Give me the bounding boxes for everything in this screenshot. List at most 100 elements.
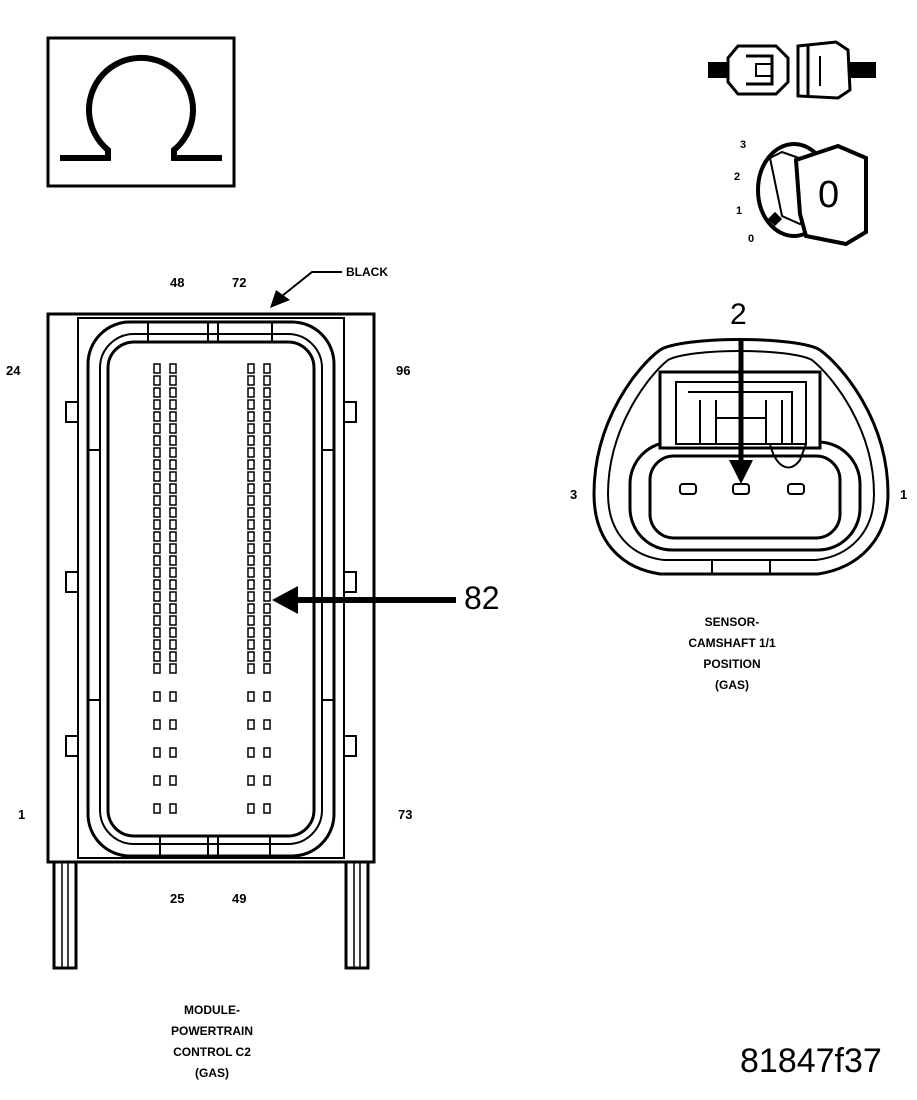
pcm-pin-cavity [153, 507, 161, 518]
pcm-pin-cavity [169, 507, 177, 518]
pcm-pin-cavity [169, 411, 177, 422]
pcm-pin-cavity [153, 567, 161, 578]
pcm-pin-cavity [153, 775, 161, 786]
pcm-pin-cavity [169, 495, 177, 506]
pcm-pin-label-96: 96 [396, 363, 411, 378]
pcm-pin-cavity [263, 579, 271, 590]
pcm-pin-cavity [153, 363, 161, 374]
pcm-pin-cavity [169, 483, 177, 494]
pcm-caption-line: POWERTRAIN [171, 1024, 253, 1038]
pcm-pin-cavity [169, 719, 177, 730]
pcm-pin-cavity [247, 435, 255, 446]
pcm-pin-cavity [263, 459, 271, 470]
ignition-key-label: 0 [818, 174, 840, 216]
pcm-pin-label-49: 49 [232, 891, 247, 906]
pcm-pin-cavity [263, 387, 271, 398]
pcm-caption-line: MODULE- [184, 1003, 240, 1017]
pcm-pin-cavity [263, 411, 271, 422]
pcm-pin-cavity [169, 555, 177, 566]
pcm-pin-cavity [263, 399, 271, 410]
pcm-pin-cavity [169, 615, 177, 626]
ignition-position-0: 0 [748, 233, 755, 245]
pcm-pin-cavity [247, 627, 255, 638]
cam-pin-label-3: 3 [570, 487, 578, 502]
pcm-pin-cavity [169, 423, 177, 434]
pcm-pin-cavity [263, 471, 271, 482]
pcm-pin-label-25: 25 [170, 891, 185, 906]
pcm-pin-cavity [153, 747, 161, 758]
pcm-pin-cavity [247, 471, 255, 482]
pcm-pin-cavity [263, 691, 271, 702]
pcm-pin-cavity [169, 363, 177, 374]
cam-caption-line: (GAS) [715, 678, 749, 692]
pcm-pin-cavity [169, 459, 177, 470]
pcm-pin-cavity [263, 651, 271, 662]
pcm-pin-cavity [169, 803, 177, 814]
pcm-pin-cavity [153, 447, 161, 458]
pcm-pin-cavity [153, 459, 161, 470]
pcm-pin-cavity [247, 719, 255, 730]
pcm-pin-cavity [263, 803, 271, 814]
pcm-pin-cavity [153, 639, 161, 650]
pcm-pin-cavity [169, 471, 177, 482]
pcm-pin-label-1: 1 [18, 807, 26, 822]
pcm-pin-cavity [263, 775, 271, 786]
pcm-pin-cavity [247, 555, 255, 566]
cam-caption-line: CAMSHAFT 1/1 [688, 636, 776, 650]
pcm-pin-cavity [169, 399, 177, 410]
figure-id: 81847f37 [740, 1042, 882, 1080]
pcm-pin-cavity [169, 543, 177, 554]
pcm-pin-cavity [263, 447, 271, 458]
cam-caption-line: SENSOR- [704, 615, 760, 629]
pcm-pin-cavity [169, 627, 177, 638]
pcm-pin-cavity [169, 579, 177, 590]
pcm-pin-cavity [247, 411, 255, 422]
pcm-pin-cavity [263, 375, 271, 386]
pcm-pin-cavity [247, 363, 255, 374]
pcm-pin-cavity [247, 639, 255, 650]
pcm-pin-cavity [153, 803, 161, 814]
pcm-pin-cavity [247, 567, 255, 578]
pcm-pin-cavity [247, 387, 255, 398]
pcm-pin-cavity [263, 719, 271, 730]
cam-caption-line: POSITION [703, 657, 761, 671]
pcm-pin-cavity [169, 663, 177, 674]
pcm-pin-cavity [263, 567, 271, 578]
pcm-pin-cavity [153, 627, 161, 638]
pcm-pin-cavity [153, 603, 161, 614]
pcm-pin-cavity [153, 543, 161, 554]
pcm-color-label: BLACK [346, 265, 388, 279]
pcm-pin-cavity [153, 435, 161, 446]
pcm-pin-cavity [263, 531, 271, 542]
pcm-pin-cavity [153, 399, 161, 410]
ignition-position-3: 3 [740, 139, 747, 151]
pcm-pin-cavity [153, 663, 161, 674]
pcm-pin-cavity [247, 531, 255, 542]
pcm-pin-cavity [263, 603, 271, 614]
ignition-position-1: 1 [736, 205, 743, 217]
pcm-pin-cavity [169, 387, 177, 398]
ignition-position-2: 2 [734, 171, 741, 183]
pcm-pin-label-72: 72 [232, 275, 247, 290]
pcm-pin-cavity [153, 719, 161, 730]
pcm-pin-cavity [263, 423, 271, 434]
pcm-pin-cavity [247, 651, 255, 662]
pcm-pin-cavity [247, 507, 255, 518]
pcm-pin-cavity [247, 447, 255, 458]
pcm-pin-cavity [263, 663, 271, 674]
pcm-pin-cavity [247, 483, 255, 494]
pcm-pin-cavity [263, 519, 271, 530]
pcm-pin-cavity [169, 435, 177, 446]
pcm-pin-cavity [169, 691, 177, 702]
cam-caption: SENSOR- CAMSHAFT 1/1 POSITION (GAS) [642, 612, 822, 696]
pcm-pin-cavity [169, 447, 177, 458]
pcm-pin-cavity [153, 471, 161, 482]
pcm-pin-cavity [247, 459, 255, 470]
pcm-pin-cavity [247, 579, 255, 590]
pcm-pin-cavity [247, 519, 255, 530]
pcm-pin-cavity [153, 483, 161, 494]
